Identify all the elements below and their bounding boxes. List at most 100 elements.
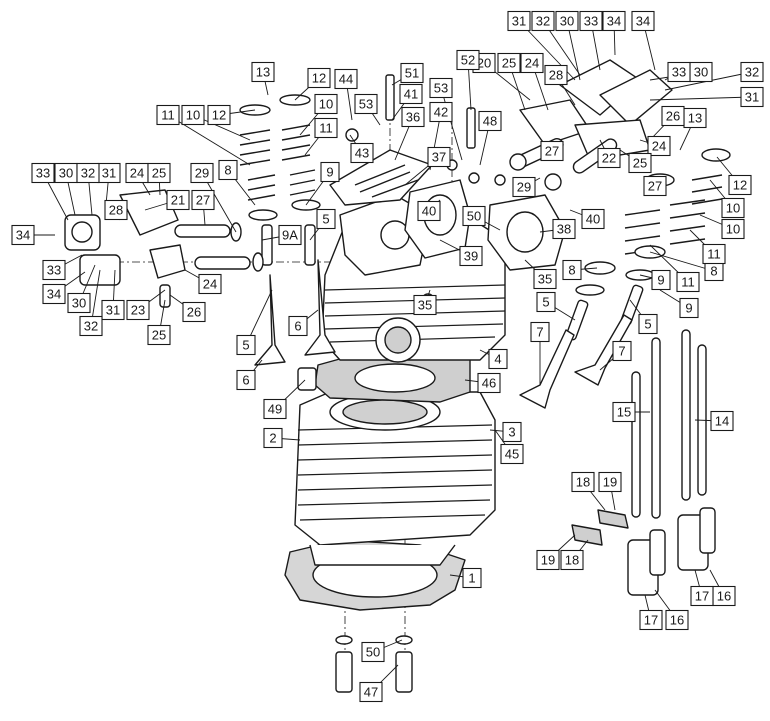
callout-box xyxy=(307,67,331,89)
callout-number: 19 xyxy=(541,553,555,568)
callout-box xyxy=(101,299,125,321)
callout-box xyxy=(702,243,726,265)
callout-box xyxy=(507,10,531,32)
callout-number: 17 xyxy=(695,589,709,604)
callout-number: 16 xyxy=(670,613,684,628)
callout-box xyxy=(488,348,508,370)
callout-box xyxy=(530,321,550,343)
callout-number: 9 xyxy=(326,165,333,180)
callout-box xyxy=(536,549,560,571)
callout-19: 19 xyxy=(598,471,622,493)
callout-box xyxy=(721,218,745,240)
callout-number: 20 xyxy=(477,56,491,71)
callout-box xyxy=(721,197,745,219)
callout-number: 16 xyxy=(717,589,731,604)
callout-10: 10 xyxy=(314,93,338,115)
callout-box xyxy=(263,427,283,449)
rocker-cover-lid xyxy=(329,149,433,206)
callout-13: 13 xyxy=(251,61,275,83)
callout-41: 41 xyxy=(399,83,423,105)
callout-39: 39 xyxy=(459,245,483,267)
callout-number: 49 xyxy=(268,402,282,417)
callout-box xyxy=(147,162,171,184)
callout-number: 8 xyxy=(224,163,231,178)
callout-box xyxy=(710,410,734,432)
callout-31: 31 xyxy=(101,299,125,321)
callout-43: 43 xyxy=(350,142,374,164)
callout-box xyxy=(598,471,622,493)
callout-box xyxy=(288,315,308,337)
callout-number: 33 xyxy=(36,166,50,181)
callout-box xyxy=(520,52,544,74)
push-rods xyxy=(631,329,707,519)
callout-number: 8 xyxy=(710,264,717,279)
callout-number: 18 xyxy=(576,475,590,490)
callout-number: 24 xyxy=(203,277,217,292)
callout-number: 19 xyxy=(603,475,617,490)
callout-number: 27 xyxy=(648,179,662,194)
callout-box xyxy=(597,147,621,169)
callout-number: 10 xyxy=(186,108,200,123)
callout-number: 44 xyxy=(339,72,353,87)
callout-6: 6 xyxy=(236,369,256,391)
callout-box xyxy=(533,268,557,290)
callout-number: 32 xyxy=(745,65,759,80)
callout-box xyxy=(236,369,256,391)
callout-33: 33 xyxy=(31,162,55,184)
callout-29: 29 xyxy=(512,176,536,198)
callout-number: 10 xyxy=(726,201,740,216)
callout-box xyxy=(427,146,451,168)
callout-10: 10 xyxy=(721,197,745,219)
callout-12: 12 xyxy=(207,104,231,126)
callout-box xyxy=(477,372,501,394)
callout-7: 7 xyxy=(612,340,632,362)
callout-30: 30 xyxy=(54,162,78,184)
callout-box xyxy=(462,205,486,227)
callout-18: 18 xyxy=(560,549,584,571)
callout-number: 31 xyxy=(745,90,759,105)
callout-10: 10 xyxy=(181,104,205,126)
callout-number: 14 xyxy=(715,414,729,429)
callout-box xyxy=(631,10,655,32)
callout-number: 24 xyxy=(525,56,539,71)
callout-30: 30 xyxy=(689,61,713,83)
callout-box xyxy=(76,162,100,184)
callout-29: 29 xyxy=(190,162,214,184)
callout-33: 33 xyxy=(579,10,603,32)
callout-11: 11 xyxy=(702,243,726,265)
callout-box xyxy=(536,291,556,313)
callout-34: 34 xyxy=(602,10,626,32)
callout-number: 50 xyxy=(467,209,481,224)
callout-number: 35 xyxy=(538,272,552,287)
callout-number: 8 xyxy=(568,263,575,278)
callout-number: 36 xyxy=(406,110,420,125)
callout-number: 21 xyxy=(171,193,185,208)
callout-number: 5 xyxy=(322,212,329,227)
leader-line-53 xyxy=(440,87,463,161)
callout-box xyxy=(400,62,424,84)
callout-box xyxy=(104,199,128,221)
callout-number: 11 xyxy=(319,121,333,136)
callout-32: 32 xyxy=(76,162,100,184)
callout-number: 30 xyxy=(694,65,708,80)
callout-number: 31 xyxy=(106,303,120,318)
callout-box xyxy=(540,140,564,162)
callout-box xyxy=(198,273,222,295)
callout-box xyxy=(459,245,483,267)
callout-48: 48 xyxy=(478,110,502,132)
callout-number: 10 xyxy=(319,97,333,112)
callout-box xyxy=(278,224,302,246)
callout-box xyxy=(555,10,579,32)
callout-number: 5 xyxy=(542,295,549,310)
callout-number: 12 xyxy=(312,71,326,86)
callout-box xyxy=(676,271,700,293)
callout-box xyxy=(643,175,667,197)
callout-box xyxy=(320,161,340,183)
callout-number: 53 xyxy=(359,97,373,112)
callout-number: 43 xyxy=(355,146,369,161)
callout-35: 35 xyxy=(533,268,557,290)
callout-25: 25 xyxy=(628,152,652,174)
callout-number: 13 xyxy=(256,65,270,80)
callout-number: 25 xyxy=(633,156,647,171)
callout-number: 37 xyxy=(432,150,446,165)
